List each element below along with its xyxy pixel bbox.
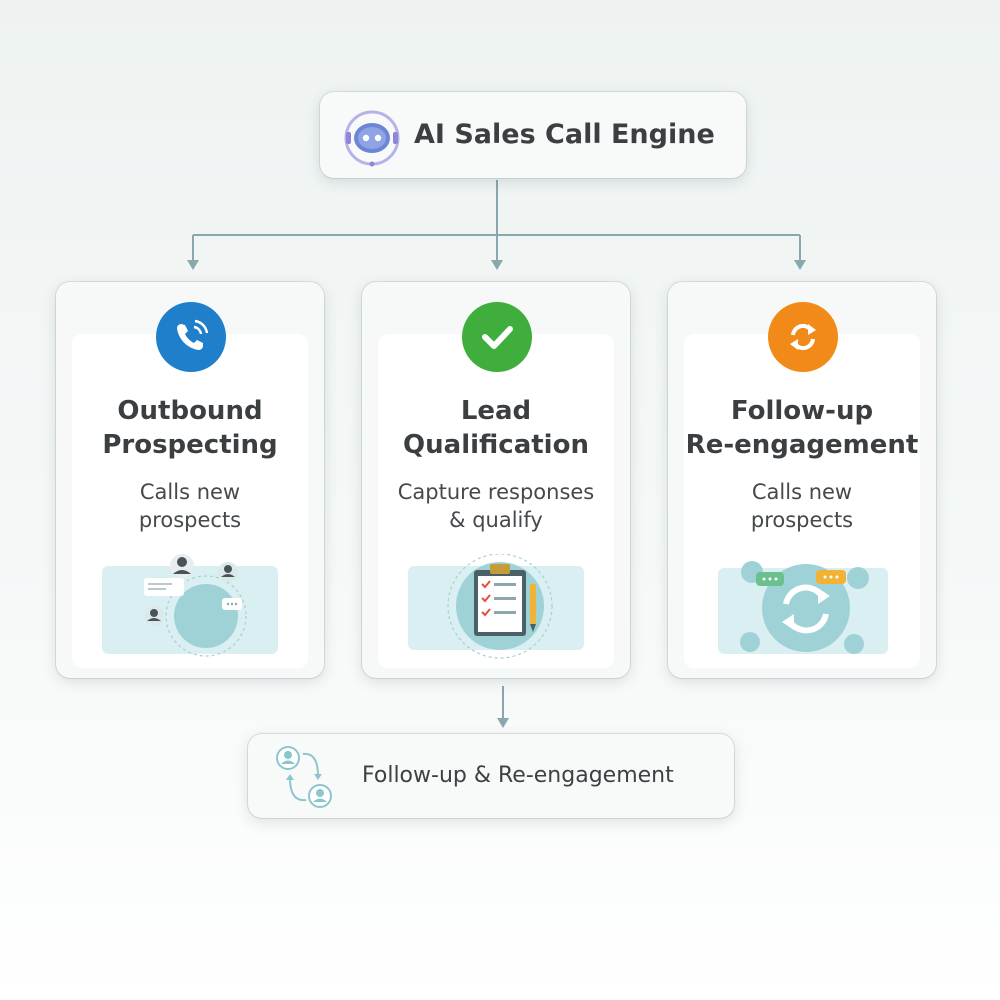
card-description: Calls new prospects: [56, 478, 324, 534]
user-cycle-icon: [276, 746, 332, 808]
card-lead-qualification: Lead Qualification Capture responses & q…: [362, 282, 630, 678]
clipboard-illustration: [408, 554, 584, 659]
card-description: Calls new prospects: [668, 478, 936, 534]
card-title-line: Follow-up: [730, 396, 874, 426]
card-description-line: prospects: [750, 508, 854, 532]
card-title: Follow-up Re-engagement: [668, 394, 936, 462]
checkmark-icon: [462, 302, 532, 372]
card-title: Outbound Prospecting: [56, 394, 324, 462]
card-description-line: Calls new: [139, 480, 241, 504]
card-title-line: Lead: [460, 396, 532, 426]
arrow-bottom: [497, 718, 509, 728]
followup-box: Follow-up & Re-engagement: [248, 734, 734, 818]
engine-title: AI Sales Call Engine: [414, 119, 715, 150]
arrow-right: [794, 260, 806, 270]
card-title-line: Outbound: [117, 396, 263, 426]
card-description-line: Calls new: [751, 480, 853, 504]
reengagement-illustration: [718, 561, 888, 654]
arrow-left: [187, 260, 199, 270]
card-description: Capture responses & qualify: [362, 478, 630, 534]
card-description-line: prospects: [138, 508, 242, 532]
card-follow-up-reengagement: Follow-up Re-engagement Calls new prospe…: [668, 282, 936, 678]
network-illustration: [102, 554, 278, 657]
followup-label: Follow-up & Re-engagement: [362, 763, 674, 788]
headset-robot-icon: [344, 110, 400, 167]
card-title-line: Re-engagement: [685, 430, 919, 460]
engine-box: AI Sales Call Engine: [320, 92, 746, 178]
card-description-line: Capture responses: [397, 480, 595, 504]
card-title-line: Qualification: [403, 430, 589, 460]
card-description-line: & qualify: [449, 508, 543, 532]
refresh-icon: [768, 302, 838, 372]
arrow-center: [491, 260, 503, 270]
card-title-line: Prospecting: [102, 430, 278, 460]
card-title: Lead Qualification: [362, 394, 630, 462]
card-outbound-prospecting: Outbound Prospecting Calls new prospects: [56, 282, 324, 678]
phone-icon: [156, 302, 226, 372]
